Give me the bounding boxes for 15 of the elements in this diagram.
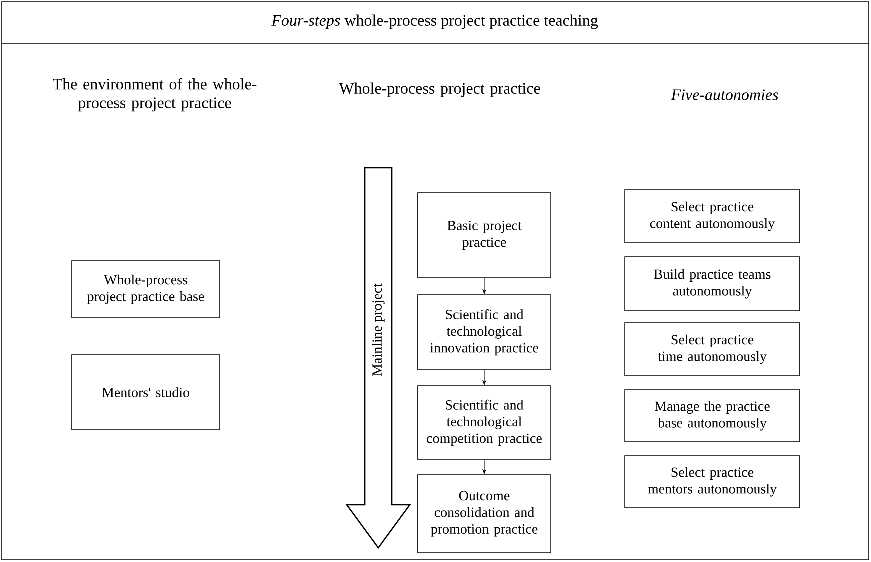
column-heading: The environment of the whole-process project practice bbox=[53, 78, 257, 112]
column-heading: Whole-process project practice bbox=[339, 82, 540, 98]
process-box: Build practice teams autonomously bbox=[624, 256, 800, 312]
process-box: Select practice mentors autonomously bbox=[624, 456, 800, 508]
process-box: Manage the practice base autonomously bbox=[624, 390, 800, 442]
process-box: Outcome consolidation and promotion practice bbox=[418, 474, 552, 554]
process-box: Mentors' studio bbox=[72, 354, 220, 430]
process-box: Select practice content autonomously bbox=[624, 190, 800, 244]
title: Four-steps whole-process project practice teaching bbox=[272, 14, 598, 30]
process-box: Scientific and technological innovation practice bbox=[418, 294, 552, 370]
process-box: Basic project practice bbox=[418, 192, 552, 278]
process-box: Scientific and technological competition practice bbox=[418, 386, 552, 460]
process-box: Select practice time autonomously bbox=[624, 322, 800, 376]
process-box: Whole-process project practice base bbox=[72, 260, 220, 318]
column-heading: Five-autonomies bbox=[671, 90, 778, 100]
